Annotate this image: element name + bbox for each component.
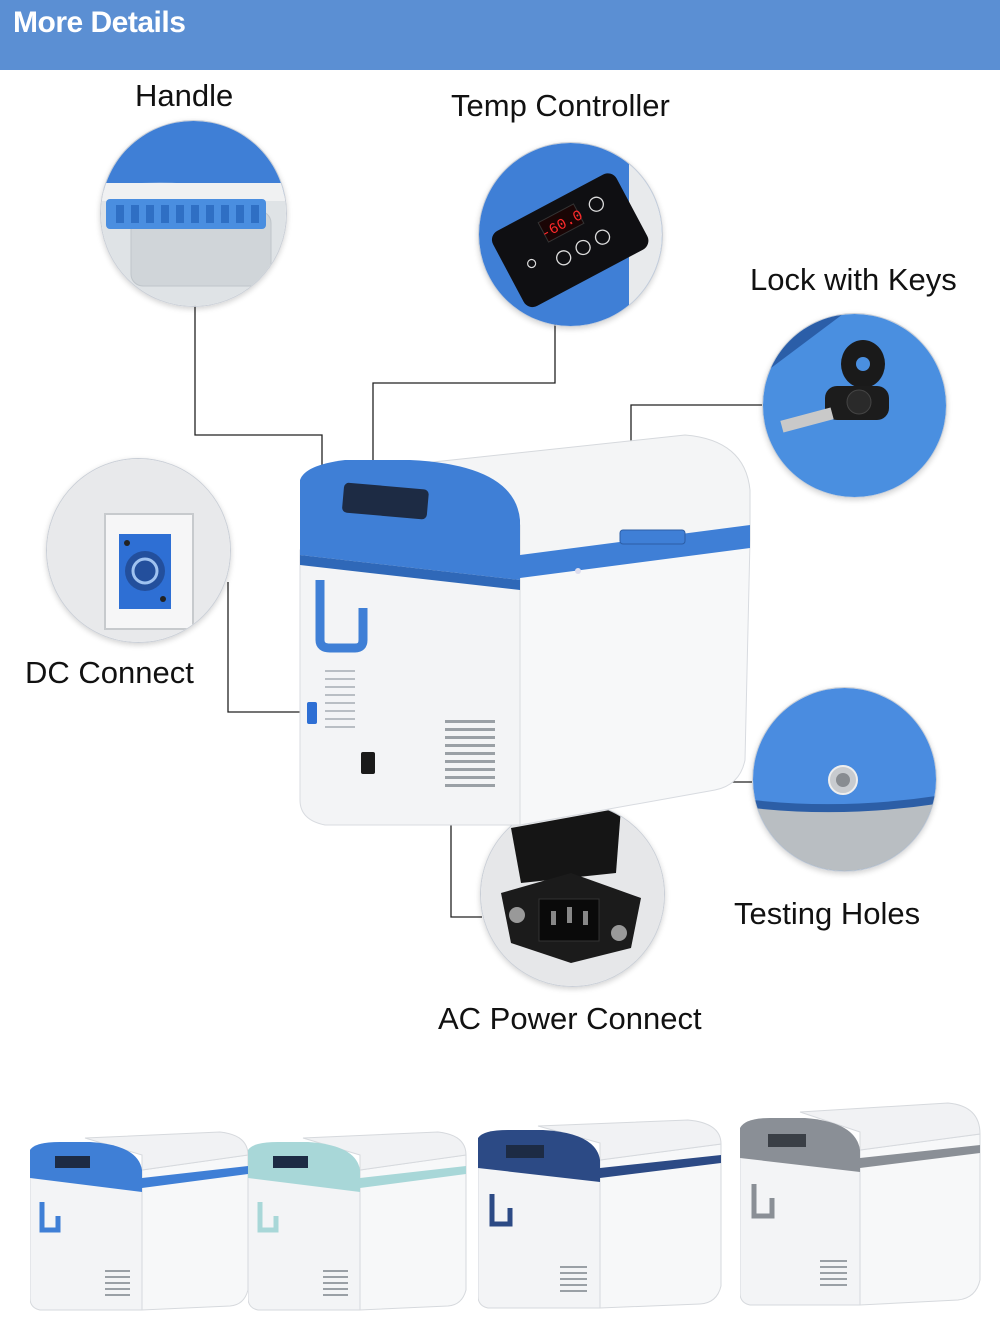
variant-mint xyxy=(248,1131,467,1311)
testing-hole-icon xyxy=(753,688,936,871)
dc-connect-line xyxy=(227,582,315,713)
dc-socket-icon xyxy=(47,459,230,642)
variant-blue xyxy=(30,1131,249,1311)
temp-controller-label: Temp Controller xyxy=(451,88,670,123)
ac-power-label: AC Power Connect xyxy=(438,1001,702,1036)
ac-socket-icon xyxy=(481,803,664,986)
dc-connect-detail-circle xyxy=(46,458,231,643)
lock-detail-circle xyxy=(762,313,947,498)
variant-navy xyxy=(478,1119,722,1309)
ac-power-detail-circle xyxy=(480,802,665,987)
dc-connect-label: DC Connect xyxy=(25,655,194,690)
control-panel-icon: -60.0 xyxy=(479,143,662,326)
handle-icon xyxy=(101,121,286,306)
temp-controller-detail-circle: -60.0 xyxy=(478,142,663,327)
testing-holes-label: Testing Holes xyxy=(734,896,921,931)
variant-gray xyxy=(740,1102,981,1306)
lock-label: Lock with Keys xyxy=(750,262,957,297)
temp-controller-line xyxy=(372,318,556,492)
main-freezer-image xyxy=(299,434,751,826)
key-icon xyxy=(763,314,946,497)
header-bar: More Details xyxy=(0,0,1000,70)
testing-holes-detail-circle xyxy=(752,687,937,872)
section-title: More Details xyxy=(13,6,186,39)
handle-label: Handle xyxy=(135,78,234,113)
handle-detail-circle xyxy=(100,120,287,307)
